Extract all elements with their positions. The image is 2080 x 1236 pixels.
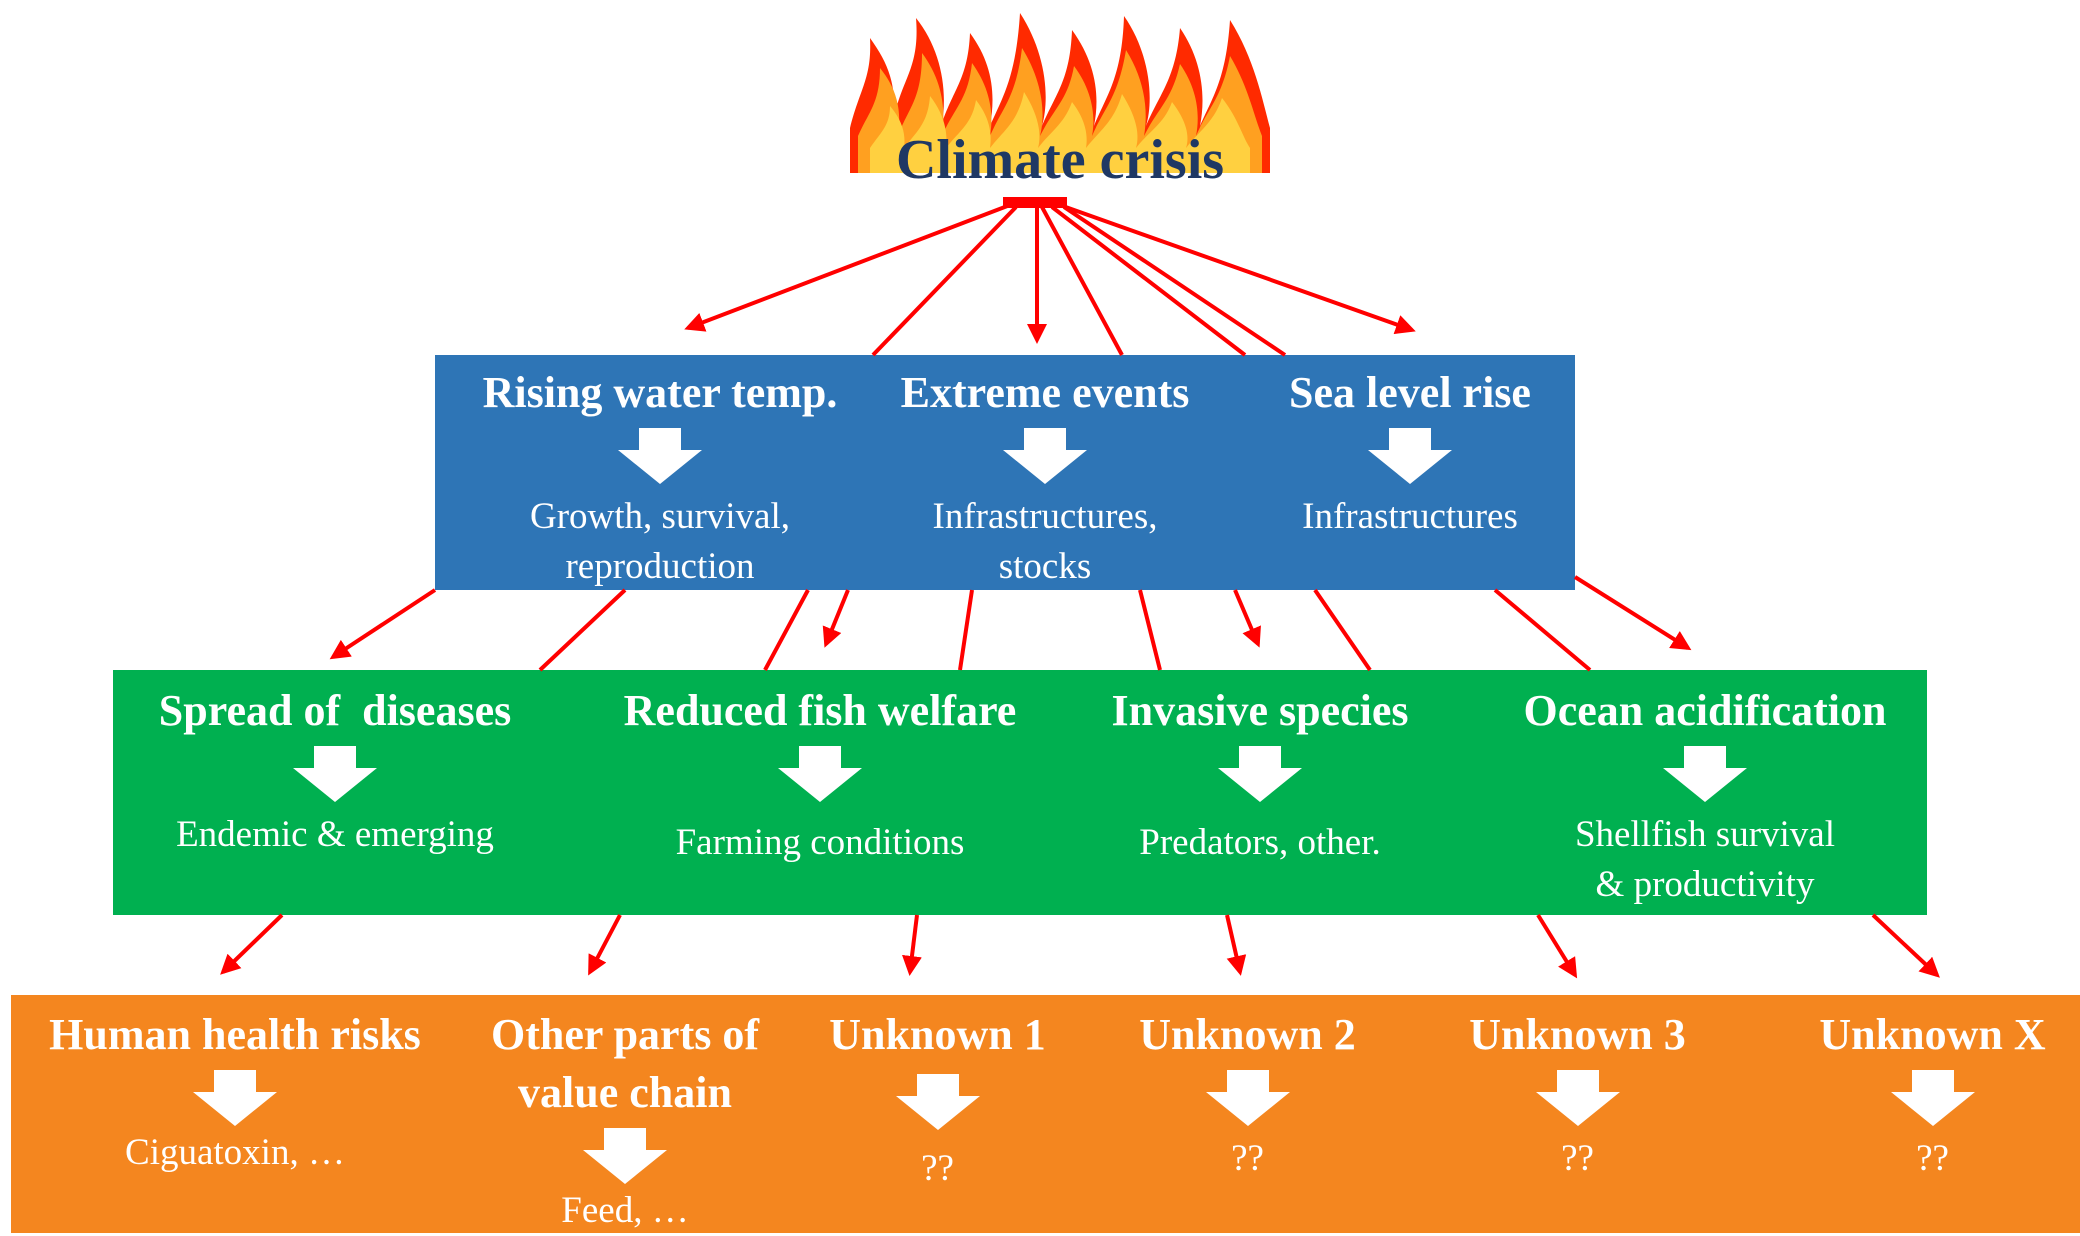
tier2-node-invasive-species: Invasive species Predators, other. [1070,682,1450,868]
tier3-detail: ?? [1561,1138,1594,1179]
tier3-node-unknown-3: Unknown 3 ?? [1440,1006,1715,1184]
arrow-b8 [1138,589,1162,671]
tier1-detail: Infrastructures [1302,496,1518,537]
tier1-node-extreme-events: Extreme events Infrastructures, stocks [865,364,1225,592]
tier3-node-human-health-risks: Human health risks Ciguatoxin, … [20,1006,450,1178]
tier3-detail: ?? [1916,1138,1949,1179]
arrow-hub [1003,197,1067,208]
tier1-heading: Extreme events [900,368,1190,417]
tier2-detail: & productivity [1595,864,1815,905]
tier1-detail: Infrastructures, [932,496,1158,537]
down-arrow-icon [618,428,702,484]
down-arrow-icon [1535,1070,1620,1126]
tier2-node-reduced-fish-welfare: Reduced fish welfare Farming conditions [580,682,1060,868]
arrow-b5 [538,588,627,672]
tier2-heading: Spread of diseases [158,686,512,735]
tier2-detail: Shellfish survival [1574,814,1835,855]
tier3-detail: Ciguatoxin, … [125,1132,345,1173]
tier1-heading: Sea level rise [1289,368,1531,417]
tier1-node-rising-water-temp: Rising water temp. Growth, survival, rep… [455,364,865,592]
tier3-heading: Unknown 1 [829,1010,1046,1059]
arrow-b4 [1573,575,1692,651]
arrow-g3 [902,914,922,976]
tier3-heading: Human health risks [49,1010,421,1059]
diagram-title: Climate crisis [895,129,1225,191]
arrow-root-to-orange-1 [1062,205,1287,357]
arrow-b1 [329,588,437,660]
arrow-g1 [220,913,284,975]
tier3-node-unknown-1: Unknown 1 ?? [800,1006,1075,1194]
tier3-heading: value chain [518,1068,732,1117]
tier2-heading: Reduced fish welfare [623,686,1017,735]
tier3-detail: ?? [921,1148,954,1189]
arrow-b6 [763,589,810,671]
tier2-heading: Ocean acidification [1523,686,1887,735]
tier1-node-sea-level-rise: Sea level rise Infrastructures [1250,364,1570,542]
arrow-root-to-green-2 [1040,206,1124,356]
tier2-detail: Endemic & emerging [176,814,494,855]
tier3-detail: Feed, … [561,1190,689,1231]
tier1-heading: Rising water temp. [482,368,838,417]
arrow-b7 [958,589,974,671]
arrow-g2 [588,914,622,976]
green-to-orange-arrows [220,913,1940,979]
tier2-heading: Invasive species [1111,686,1409,735]
down-arrow-icon [1890,1070,1975,1126]
arrow-root-right [1059,203,1416,335]
tier3-heading: Unknown 2 [1139,1010,1356,1059]
tier1-detail: stocks [998,546,1092,587]
down-arrow-icon [1205,1070,1290,1126]
tier2-node-spread-of-diseases: Spread of diseases Endemic & emerging [125,682,545,860]
tier3-heading: Unknown X [1819,1010,2046,1059]
down-arrow-icon [895,1074,980,1130]
arrow-root-to-green-1 [871,205,1018,357]
tier1-detail: reproduction [565,546,755,587]
down-arrow-icon [778,746,862,802]
tier3-node-unknown-x: Unknown X ?? [1795,1006,2070,1184]
down-arrow-icon [1368,428,1452,484]
tier3-heading: Unknown 3 [1469,1010,1686,1059]
tier2-panel [113,670,1927,915]
down-arrow-icon [1003,428,1087,484]
arrow-root-left [684,203,1011,332]
tier3-node-unknown-2: Unknown 2 ?? [1110,1006,1385,1184]
down-arrow-icon [293,746,377,802]
down-arrow-icon [1218,746,1302,802]
flames-icon [850,13,1270,173]
arrow-root-to-green-3 [1050,205,1247,357]
arrow-b3 [1233,589,1261,648]
tier2-node-ocean-acidification: Ocean acidification Shellfish survival &… [1490,682,1920,910]
tier2-detail: Predators, other. [1139,822,1381,863]
tier2-detail: Farming conditions [675,822,965,863]
arrow-g5 [1536,913,1578,979]
tier3-heading: Other parts of [490,1010,760,1059]
down-arrow-icon [583,1128,667,1184]
tier3-panel [11,995,2080,1233]
down-arrow-icon [193,1070,277,1126]
tier1-panel [435,355,1575,590]
arrow-b9 [1313,588,1372,672]
tier3-detail: ?? [1231,1138,1264,1179]
root-arrows [684,203,1416,357]
arrow-g6 [1871,913,1940,978]
arrow-g4 [1225,914,1247,976]
down-arrow-icon [1663,746,1747,802]
tier1-detail: Growth, survival, [530,496,790,537]
arrow-b2 [822,589,850,648]
tier3-node-other-parts-of-value-chain: Other parts of value chain Feed, … [455,1006,795,1236]
arrow-b10 [1493,588,1592,672]
